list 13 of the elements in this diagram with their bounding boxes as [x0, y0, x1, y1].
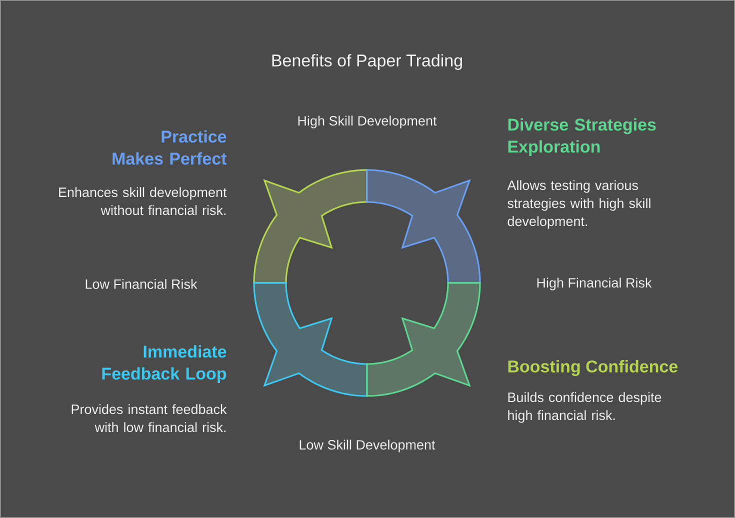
axis-label: High Financial Risk: [537, 278, 652, 290]
description: Enhances skill development without financial risk.: [59, 187, 227, 216]
description: Allows testing various strategies with high skill development.: [507, 180, 650, 229]
axis-label: Low Skill Development: [300, 440, 436, 452]
description: Provides instant feedback with low financial risk.: [72, 404, 227, 432]
arrow-segment: [253, 169, 368, 284]
axis-label: Low Financial Risk: [86, 279, 198, 289]
axis-label: High Skill Development: [298, 116, 437, 128]
description: Builds confidence despite high financial risk.: [508, 392, 662, 423]
arrow-segment: [366, 282, 481, 397]
title: Benefits of Paper Trading: [272, 54, 462, 70]
arrow-segment: [366, 169, 481, 284]
arrow-segment: [253, 282, 368, 397]
